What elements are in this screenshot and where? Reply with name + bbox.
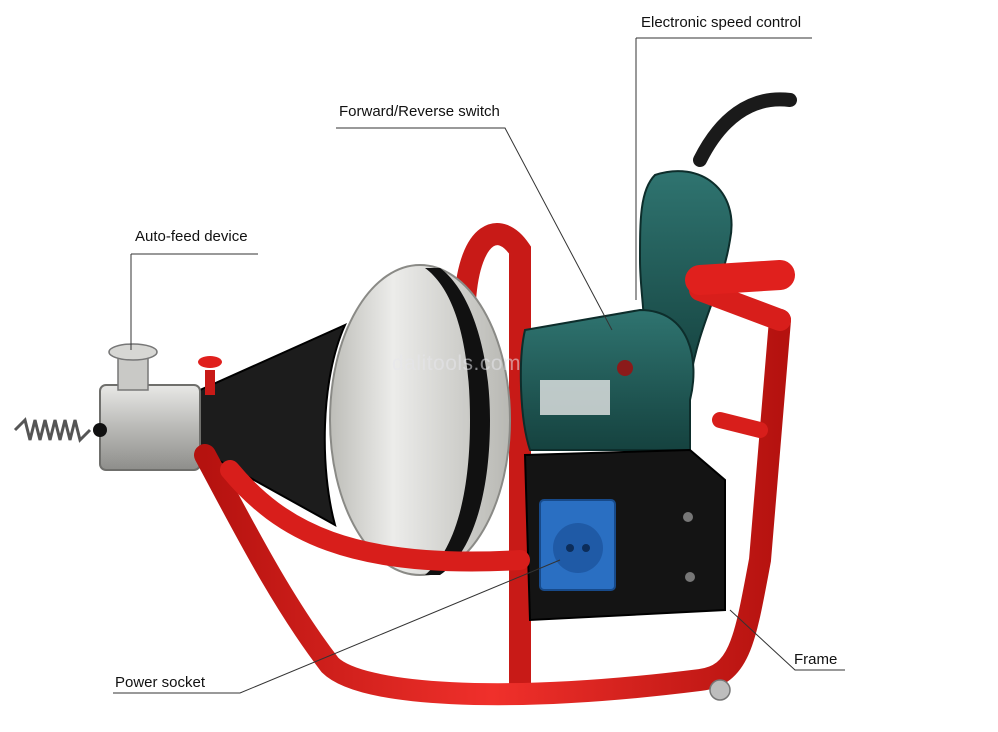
- watermark-text: dalitools.com: [392, 352, 522, 375]
- label-forward-reverse-switch: Forward/Reverse switch: [339, 103, 500, 120]
- leader-speed-control: [635, 37, 812, 300]
- auger-spring: [13, 417, 92, 443]
- drum-band: [425, 268, 490, 575]
- label-frame: Frame: [794, 651, 838, 668]
- leader-auto-feed: [130, 253, 258, 350]
- frame-front: [194, 309, 791, 706]
- leader-frame: [729, 609, 845, 671]
- label-power-socket: Power socket: [115, 674, 206, 691]
- frame-rear-loop: [454, 223, 531, 701]
- funnel: [199, 323, 348, 528]
- label-auto-feed-device: Auto-feed device: [135, 228, 248, 245]
- chuck-block: [99, 384, 201, 471]
- power-cable: [693, 92, 797, 167]
- leader-forward-reverse: [336, 127, 613, 331]
- label-electronic-speed-control: Electronic speed control: [641, 14, 802, 31]
- leader-power-socket: [113, 559, 561, 694]
- leader-lines: [113, 37, 845, 694]
